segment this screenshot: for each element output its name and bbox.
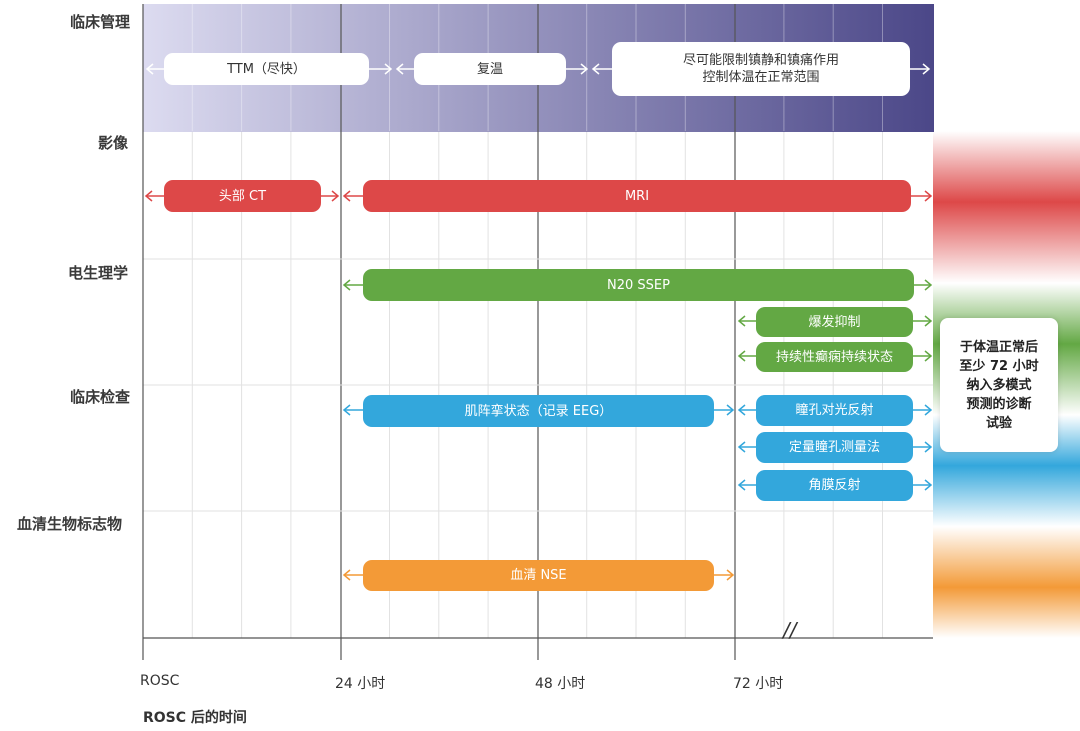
category-serum-biomarkers: 血清生物标志物 <box>17 515 123 533</box>
note-line-3: 纳入多模式 <box>966 377 1032 393</box>
ttm-label: TTM（尽快） <box>227 61 306 77</box>
rewarm-label: 复温 <box>476 61 503 77</box>
quantitative-pupillometry-label: 定量瞳孔测量法 <box>788 440 880 455</box>
category-clinical-management: 临床管理 <box>70 13 131 31</box>
note-line-1: 于体温正常后 <box>959 339 1038 355</box>
tick-24h: 24 小时 <box>335 676 386 692</box>
sedation-bar: 尽可能限制镇静和镇痛作用 控制体温在正常范围 <box>612 42 910 96</box>
tick-rosc: ROSC <box>140 673 180 689</box>
ssep-bar: N20 SSEP <box>363 269 914 301</box>
serum-nse-bar: 血清 NSE <box>363 560 714 591</box>
category-electrophysiology: 电生理学 <box>68 264 129 282</box>
corneal-reflex-bar: 角膜反射 <box>756 470 913 501</box>
head-ct-label: 头部 CT <box>218 188 267 204</box>
ttm-bar: TTM（尽快） <box>164 53 369 85</box>
mri-bar: MRI <box>363 180 911 212</box>
head-ct-bar: 头部 CT <box>164 180 321 212</box>
pupil-light-reflex-label: 瞳孔对光反射 <box>795 403 874 418</box>
pupil-light-reflex-bar: 瞳孔对光反射 <box>756 395 913 426</box>
burst-suppression-label: 爆发抑制 <box>808 314 861 330</box>
tick-72h: 72 小时 <box>733 676 784 692</box>
quantitative-pupillometry-bar: 定量瞳孔测量法 <box>756 432 913 463</box>
note-line-5: 试验 <box>985 415 1012 431</box>
myoclonus-label: 肌阵挛状态（记录 EEG） <box>464 403 613 419</box>
sedation-label-line1: 尽可能限制镇静和镇痛作用 <box>682 53 839 68</box>
category-clinical-exam: 临床检查 <box>70 388 131 406</box>
note-line-4: 预测的诊断 <box>966 396 1032 412</box>
corneal-reflex-label: 角膜反射 <box>808 478 861 493</box>
status-epilepticus-bar: 持续性癫痫持续状态 <box>756 342 913 372</box>
burst-suppression-bar: 爆发抑制 <box>756 307 913 337</box>
category-imaging: 影像 <box>98 134 129 152</box>
x-axis-title: ROSC 后的时间 <box>143 710 247 726</box>
multimodal-note-box: 于体温正常后 至少 72 小时 纳入多模式 预测的诊断 试验 <box>940 318 1058 452</box>
mri-label: MRI <box>624 188 650 204</box>
serum-nse-label: 血清 NSE <box>510 568 567 583</box>
note-line-2: 至少 72 小时 <box>959 358 1039 374</box>
status-epilepticus-label: 持续性癫痫持续状态 <box>775 349 893 365</box>
tick-48h: 48 小时 <box>535 676 586 692</box>
rewarm-bar: 复温 <box>414 53 566 85</box>
sedation-label-line2: 控制体温在正常范围 <box>702 70 820 85</box>
myoclonus-bar: 肌阵挛状态（记录 EEG） <box>363 395 714 427</box>
ssep-label: N20 SSEP <box>607 277 670 293</box>
axis-break-mark: // <box>783 618 797 642</box>
